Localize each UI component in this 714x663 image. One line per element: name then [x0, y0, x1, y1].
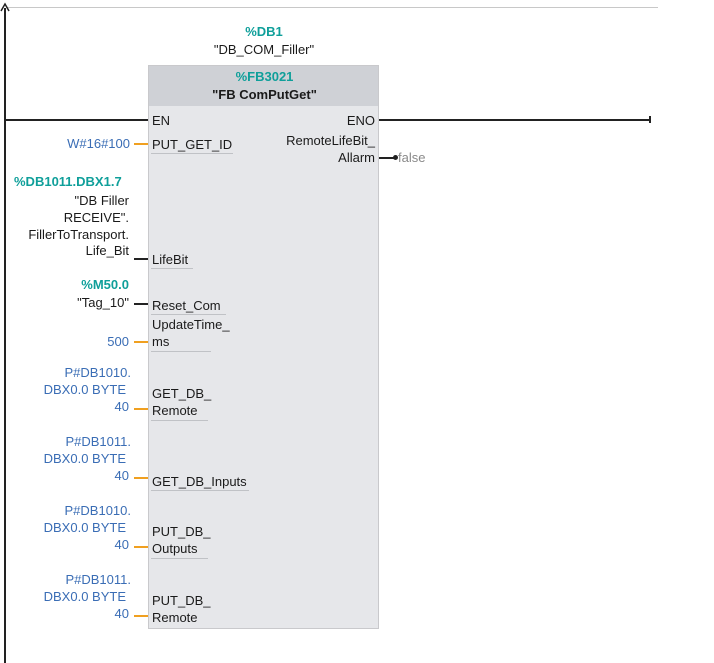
operand-get-db-remote-line1[interactable]: P#DB1010. [64, 365, 132, 380]
operand-put-db-remote-line2[interactable]: DBX0.0 BYTE [43, 589, 126, 604]
pin-put-get-id-underline [151, 153, 233, 154]
block-header[interactable]: %FB3021 "FB ComPutGet" [149, 66, 378, 106]
pin-put-db-remote-line1[interactable]: PUT_DB_ [152, 593, 211, 608]
operand-put-db-remote-line3[interactable]: 40 [114, 606, 129, 621]
pin-get-db-inputs-underline [151, 490, 249, 491]
get-db-remote-connector[interactable] [134, 408, 148, 410]
pin-remote-life-bit-line1[interactable]: RemoteLifeBit_ [286, 133, 375, 148]
reset-com-connector[interactable] [134, 303, 148, 305]
rail-arrow-icon [0, 2, 10, 12]
update-time-connector[interactable] [134, 341, 148, 343]
block-name: "FB ComPutGet" [212, 87, 317, 102]
pin-update-time-line2[interactable]: ms [152, 334, 170, 349]
operand-life-bit-name-line3[interactable]: FillerToTransport. [28, 227, 129, 242]
function-block[interactable]: %FB3021 "FB ComPutGet" [148, 65, 379, 629]
block-address: %FB3021 [235, 69, 294, 84]
remote-life-bit-connector[interactable] [379, 157, 395, 159]
put-db-outputs-connector[interactable] [134, 546, 148, 548]
pin-update-time-underline [151, 351, 211, 352]
operand-put-db-outputs-line3[interactable]: 40 [114, 537, 129, 552]
operand-reset-com-name[interactable]: "Tag_10" [77, 295, 129, 310]
network-top-border [6, 7, 658, 8]
pin-get-db-remote-line1[interactable]: GET_DB_ [152, 386, 212, 401]
pin-get-db-inputs[interactable]: GET_DB_Inputs [152, 474, 247, 489]
pin-eno[interactable]: ENO [346, 113, 375, 128]
operand-get-db-inputs-line1[interactable]: P#DB1011. [65, 434, 131, 449]
remote-life-bit-connector-dot [393, 155, 398, 160]
pin-put-db-outputs-underline [151, 558, 208, 559]
pin-put-get-id[interactable]: PUT_GET_ID [152, 137, 233, 152]
operand-put-db-outputs-line2[interactable]: DBX0.0 BYTE [43, 520, 126, 535]
operand-remote-life-bit[interactable]: false [398, 150, 426, 165]
put-get-id-connector[interactable] [134, 143, 148, 145]
pin-put-db-outputs-line1[interactable]: PUT_DB_ [152, 524, 211, 539]
pin-life-bit-underline [151, 268, 193, 269]
pin-update-time-line1[interactable]: UpdateTime_ [152, 317, 230, 332]
operand-put-get-id[interactable]: W#16#100 [67, 136, 130, 151]
get-db-inputs-connector[interactable] [134, 477, 148, 479]
operand-put-db-outputs-line1[interactable]: P#DB1010. [64, 503, 132, 518]
operand-life-bit-name-line2[interactable]: RECEIVE". [63, 210, 129, 225]
operand-reset-com-address[interactable]: %M50.0 [81, 277, 129, 292]
pin-en[interactable]: EN [152, 113, 171, 128]
pin-put-db-remote-line2[interactable]: Remote [152, 610, 198, 625]
eno-wire[interactable] [379, 119, 650, 121]
operand-life-bit-name-line1[interactable]: "DB Filler [74, 193, 129, 208]
power-rail [4, 8, 6, 663]
put-db-remote-connector[interactable] [134, 615, 148, 617]
en-wire[interactable] [6, 119, 148, 121]
operand-update-time[interactable]: 500 [107, 334, 129, 349]
instance-db-name[interactable]: "DB_COM_Filler" [213, 42, 315, 57]
pin-get-db-remote-underline [151, 420, 208, 421]
operand-life-bit-address[interactable]: %DB1011.DBX1.7 [14, 174, 122, 189]
operand-get-db-inputs-line3[interactable]: 40 [114, 468, 129, 483]
life-bit-connector[interactable] [134, 258, 148, 260]
operand-get-db-inputs-line2[interactable]: DBX0.0 BYTE [43, 451, 126, 466]
pin-remote-life-bit-line2[interactable]: Allarm [338, 150, 375, 165]
operand-get-db-remote-line3[interactable]: 40 [114, 399, 129, 414]
operand-get-db-remote-line2[interactable]: DBX0.0 BYTE [43, 382, 126, 397]
operand-put-db-remote-line1[interactable]: P#DB1011. [65, 572, 131, 587]
instance-db-address[interactable]: %DB1 [245, 24, 283, 39]
pin-reset-com[interactable]: Reset_Com [152, 298, 221, 313]
operand-life-bit-name-line4[interactable]: Life_Bit [85, 243, 129, 258]
eno-wire-end [649, 116, 651, 123]
pin-life-bit[interactable]: LifeBit [152, 252, 189, 267]
pin-reset-com-underline [151, 314, 226, 315]
pin-get-db-remote-line2[interactable]: Remote [152, 403, 198, 418]
pin-put-db-outputs-line2[interactable]: Outputs [152, 541, 198, 556]
